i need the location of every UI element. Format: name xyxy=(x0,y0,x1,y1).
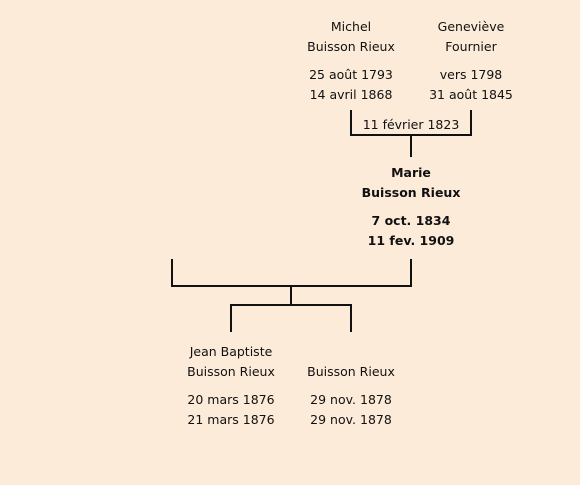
children-bracket xyxy=(230,304,352,332)
child-death-date: 29 nov. 1878 xyxy=(310,412,392,427)
mother-birth-date: vers 1798 xyxy=(439,67,503,82)
child-last-name: Buisson Rieux xyxy=(307,364,395,379)
father-death-date: 14 avril 1868 xyxy=(309,87,393,102)
child-card[interactable]: Jean Baptiste Buisson Rieux 20 mars 1876… xyxy=(166,342,296,430)
father-card[interactable]: Michel Buisson Rieux 25 août 1793 14 avr… xyxy=(291,17,411,105)
parents-marriage-date: 11 février 1823 xyxy=(362,117,460,132)
child-birth-date: 20 mars 1876 xyxy=(187,392,275,407)
child-birth-date: 29 nov. 1878 xyxy=(310,392,392,407)
mother-last-name: Fournier xyxy=(445,39,497,54)
mother-death-date: 31 août 1845 xyxy=(429,87,513,102)
subject-birth-date: 7 oct. 1834 xyxy=(371,213,451,228)
child-last-name: Buisson Rieux xyxy=(187,364,275,379)
child-first-name: Jean Baptiste xyxy=(189,344,273,359)
child-card[interactable]: Buisson Rieux 29 nov. 1878 29 nov. 1878 xyxy=(286,362,416,430)
father-last-name: Buisson Rieux xyxy=(307,39,395,54)
mother-card[interactable]: Geneviève Fournier vers 1798 31 août 184… xyxy=(411,17,531,105)
child-death-date: 21 mars 1876 xyxy=(187,412,275,427)
mother-first-name: Geneviève xyxy=(437,19,505,34)
subject-marriage-bracket xyxy=(171,259,412,287)
subject-first-name: Marie xyxy=(391,165,431,180)
subject-card[interactable]: Marie Buisson Rieux 7 oct. 1834 11 fev. … xyxy=(341,163,481,251)
subject-death-date: 11 fev. 1909 xyxy=(367,233,455,248)
subject-last-name: Buisson Rieux xyxy=(361,185,461,200)
father-first-name: Michel xyxy=(330,19,372,34)
father-birth-date: 25 août 1793 xyxy=(309,67,393,82)
